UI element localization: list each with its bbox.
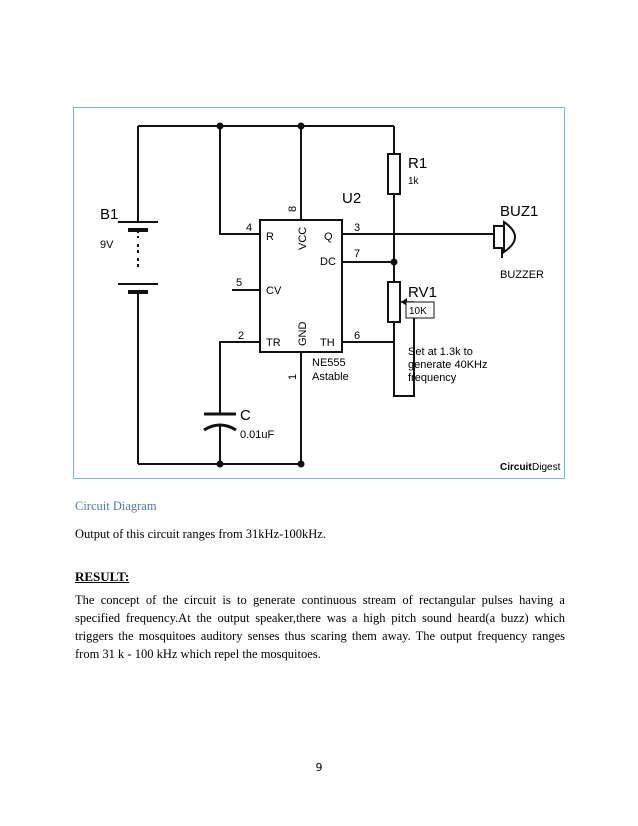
rv1-value-box [405, 301, 435, 319]
junction-dot [297, 460, 305, 468]
pin-label-gnd: GND [297, 322, 309, 347]
rv1-value-label: 10K [409, 306, 427, 317]
result-paragraph: The concept of the circuit is to generat… [75, 593, 565, 661]
battery-ref-label: B1 [100, 206, 118, 223]
pin4-wire [219, 126, 260, 235]
output-range-text: Output of this circuit ranges from 31kHz… [75, 527, 326, 541]
battery-b1-symbol [118, 208, 158, 298]
r1-value-label: 1k [408, 176, 420, 187]
buzzer-label: BUZZER [500, 269, 544, 281]
pin-label-tr: TR [266, 337, 281, 349]
logo-text-digest: Digest [532, 462, 561, 473]
pin-number-7: 7 [354, 248, 360, 260]
ic-ref-label: U2 [342, 190, 361, 207]
pin-number-6: 6 [354, 330, 360, 342]
pin-number-3: 3 [354, 222, 360, 234]
circuit-schematic: B1 9V U2 R VCC Q DC CV TR TH GND 8 4 3 7… [100, 122, 561, 473]
pin-number-8: 8 [287, 206, 299, 212]
pin-label-vcc: VCC [297, 227, 309, 250]
rv1-potentiometer-symbol [387, 281, 401, 323]
buzzer-symbol [493, 220, 516, 254]
rv1-note-line-1: Set at 1.3k to [408, 346, 473, 358]
result-heading: RESULT: [75, 569, 130, 584]
ic-part-label: NE555 [312, 357, 346, 369]
trigger-wire [219, 341, 260, 414]
page-number: 9 [315, 761, 323, 774]
r1-resistor-symbol [387, 153, 401, 195]
pin-number-4: 4 [246, 222, 252, 234]
logo-text-circuit: Circuit [500, 462, 532, 473]
battery-value-label: 9V [100, 239, 114, 251]
pin-label-cv: CV [266, 285, 282, 297]
capacitor-value-label: 0.01uF [240, 429, 275, 441]
pin-label-r: R [266, 231, 274, 243]
circuit-diagram-figure: B1 9V U2 R VCC Q DC CV TR TH GND 8 4 3 7… [73, 107, 565, 479]
r1-ref-label: R1 [408, 155, 427, 172]
rv1-ref-label: RV1 [408, 284, 437, 301]
figure-caption: Circuit Diagram [75, 499, 157, 513]
capacitor-ref-label: C [240, 407, 251, 424]
ne555-ic-body [259, 219, 343, 353]
rv1-note-line-3: frequency [408, 372, 457, 384]
ic-mode-label: Astable [312, 371, 349, 383]
pin-number-2: 2 [238, 330, 244, 342]
junction-dot [297, 122, 305, 130]
rv1-note-line-2: generate 40KHz [408, 359, 488, 371]
junction-dot [216, 460, 224, 468]
junction-dot [216, 122, 224, 130]
pin-number-5: 5 [236, 277, 242, 289]
rv1-wiper-return-wire [393, 302, 415, 397]
pin-label-th: TH [320, 337, 335, 349]
buzzer-ref-label: BUZ1 [500, 203, 538, 220]
pin-label-dc: DC [320, 256, 336, 268]
circuit-digest-logo: Circuit Digest [500, 462, 561, 473]
pin-label-q: Q [324, 231, 333, 243]
pin-number-1: 1 [287, 374, 299, 380]
capacitor-plate-bottom [203, 423, 237, 432]
